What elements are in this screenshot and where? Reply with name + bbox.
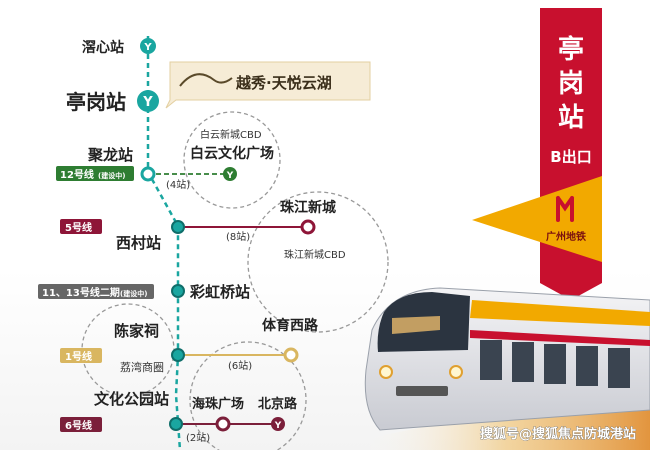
banner-title-2: 岗 [558,69,584,99]
label-zhujiang-newtown: 珠江新城 [280,199,336,216]
count-line12: (4站) [166,178,190,191]
station-marker-chenjiaci [171,348,185,362]
train-illustration [360,287,650,450]
svg-text:Y: Y [226,171,234,181]
svg-text:Y: Y [143,42,152,53]
station-marker-xinxin: Y [140,38,156,54]
svg-text:(建设中): (建设中) [98,171,125,180]
svg-text:(建设中): (建设中) [120,289,147,298]
label-baiyun-cbd: 白云新城CBD [200,128,262,141]
guangzhou-metro-logo-icon [556,196,574,222]
count-line5: (8站) [226,230,250,243]
label-beijing-road: 北京路 [258,396,298,412]
station-marker-julong [140,166,156,182]
svg-text:6号线: 6号线 [65,419,92,432]
station-marker-wenhuagongyuan [169,417,183,431]
label-tiyu-xilu: 体育西路 [262,317,319,334]
zhujiang-cbd-circle [247,191,389,333]
banner-exit: B出口 [550,148,591,166]
pill-line6: 6号线 [60,417,102,432]
station-marker-haizhu-square [215,416,231,432]
label-chenjiaci: 陈家祠 [114,322,159,340]
station-marker-caihongqiao [171,284,185,298]
svg-text:Y: Y [142,95,153,110]
station-marker-baiyun-culture: Y [223,167,237,181]
label-xinxin: 滘心站 [82,39,124,56]
label-caihongqiao: 彩虹桥站 [189,283,250,301]
station-marker-tiyu-xilu [283,347,299,363]
watermark: 搜狐号@搜狐焦点防城港站 [480,426,636,442]
station-marker-beijing-road: Y [271,417,285,431]
pill-line12: 12号线 (建设中) [56,166,134,181]
label-zhujiang-cbd: 珠江新城CBD [284,248,346,261]
svg-text:12号线: 12号线 [60,168,94,181]
label-wenhuagongyuan: 文化公园站 [94,390,169,408]
label-julong: 聚龙站 [87,146,133,164]
brand-label: 广州地铁 [546,230,586,243]
svg-text:11、13号线二期: 11、13号线二期 [42,286,120,299]
label-tinggang: 亭岗站 [66,90,126,114]
svg-text:Y: Y [274,421,282,431]
pill-line11-13: 11、13号线二期 (建设中) [38,284,154,299]
baiyun-cbd-circle [183,111,281,209]
label-xicun: 西村站 [116,234,161,252]
pill-line5: 5号线 [60,219,102,234]
label-baiyun-culture: 白云文化广场 [190,145,274,162]
count-line6: (2站) [186,431,210,444]
project-logo-icon [179,73,233,87]
haizhu-circle [189,341,307,450]
banner-title-1: 亭 [558,34,584,65]
pill-line1: 1号线 [60,348,102,363]
label-liwan: 荔湾商圈 [120,360,164,374]
metro-brand-badge: 广州地铁 [472,176,602,262]
station-marker-tinggang: Y [137,90,159,112]
label-haizhu-square: 海珠广场 [192,396,244,412]
station-marker-xicun [171,220,185,234]
count-line1: (6站) [228,359,252,372]
project-callout: 越秀·天悦云湖 [165,61,371,109]
banner-title-3: 站 [558,103,584,133]
project-name: 越秀·天悦云湖 [235,74,332,92]
svg-text:5号线: 5号线 [65,221,92,234]
svg-text:1号线: 1号线 [65,350,92,363]
station-marker-zhujiang-newtown [300,219,316,235]
